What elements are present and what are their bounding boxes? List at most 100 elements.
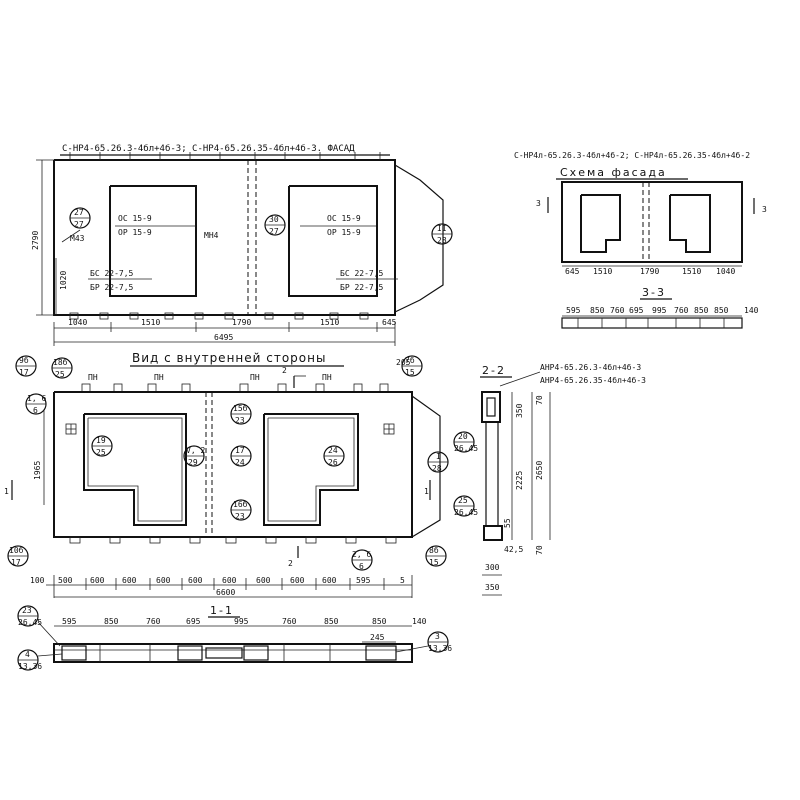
- callout-top: 17: [235, 446, 245, 455]
- facade-door-a-left: ОС 15-9: [118, 214, 152, 223]
- schema-title: С-НР4л-65.26.3-4бл+4б-2; С-НР4л-65.26.35…: [514, 150, 750, 160]
- dim-label: 850: [714, 306, 729, 315]
- dim-label: 70: [535, 395, 544, 405]
- callout-bottom: 23: [235, 416, 245, 425]
- callout-top: 16б: [233, 499, 248, 509]
- section-marker: 3: [762, 205, 767, 214]
- dim-label: 600: [256, 576, 271, 585]
- facade-door-b-right: ОР 15-9: [327, 228, 361, 237]
- inner-view: Вид с внутренней стороны 205 ПН ПН ПН ПН…: [4, 351, 449, 598]
- dim-label: 100: [30, 576, 45, 585]
- callout-top: 19: [96, 436, 106, 445]
- sec22-title: 2-2: [482, 364, 506, 377]
- dim-label: 1040: [68, 318, 87, 327]
- callout-bottom: 15: [405, 368, 415, 377]
- dim-label: 140: [412, 617, 427, 626]
- callout-top: II: [437, 224, 447, 233]
- dim-label: 1510: [320, 318, 339, 327]
- section-marker-1: 1: [424, 487, 429, 496]
- facade-block-a-right: БС 22-7,5: [340, 269, 384, 278]
- facade-door-a-right: ОС 15-9: [327, 214, 361, 223]
- dim-label: 55: [503, 518, 512, 528]
- dim-label: 645: [565, 267, 580, 276]
- dim-label: 595: [62, 617, 77, 626]
- dim-label: 995: [234, 617, 249, 626]
- callout-bottom: 17: [19, 368, 29, 377]
- sec3-title: 3-3: [642, 286, 666, 299]
- callout-bottom: 23: [235, 512, 245, 521]
- pn-label: ПН: [250, 373, 260, 382]
- callout-top: 1, 6: [27, 394, 46, 403]
- callout-top: 2, б: [352, 549, 371, 559]
- dim-label: 2225: [515, 471, 524, 490]
- section-marker-1: 1: [4, 487, 9, 496]
- dim-label: 600: [290, 576, 305, 585]
- dim-label: 850: [324, 617, 339, 626]
- facade-mn4: МН4: [204, 231, 219, 240]
- inner-title: Вид с внутренней стороны: [132, 351, 326, 365]
- callout-top: 27: [74, 208, 84, 217]
- sec11-title: 1-1: [210, 604, 234, 617]
- pn-label: ПН: [154, 373, 164, 382]
- facade-m43: М43: [70, 234, 85, 243]
- pn-label: ПН: [88, 373, 98, 382]
- dim-label: 600: [322, 576, 337, 585]
- facade-title: С-НР4-65.26.3-4бл+4б-3; С-НР4-65.26.35-4…: [62, 143, 355, 154]
- dim-label: 1040: [716, 267, 735, 276]
- dim-label: 760: [610, 306, 625, 315]
- callout-top: 23: [22, 606, 32, 615]
- section-1-1: 1-1 595 850 760 695 995 760 850 850 140 …: [17, 604, 452, 671]
- dim-label: 42,5: [504, 545, 523, 554]
- dim-label: 140: [744, 306, 759, 315]
- callout-bottom: 28: [437, 236, 447, 245]
- dim-1965: 1965: [33, 461, 42, 480]
- callout-top: 25: [458, 496, 468, 505]
- callout-bottom: 26,45: [454, 508, 478, 517]
- dim-label: 2650: [535, 461, 544, 480]
- callout-bottom: 25: [96, 448, 106, 457]
- dim-label: 1790: [232, 318, 251, 327]
- facade-schema: С-НР4л-65.26.3-4бл+4б-2; С-НР4л-65.26.35…: [514, 150, 767, 329]
- dim-label: 1510: [593, 267, 612, 276]
- callout-top: I: [436, 452, 441, 461]
- callout-bottom: 28: [432, 464, 442, 473]
- dim-label: 500: [58, 576, 73, 585]
- dim-label: 350: [515, 403, 524, 418]
- callout-bottom: 26,45: [18, 618, 42, 627]
- facade-sub-height: 1020: [59, 271, 68, 290]
- callout-top: 15б: [233, 403, 248, 413]
- dim-label: 850: [372, 617, 387, 626]
- callout-top: 4: [25, 650, 30, 659]
- dim-label: 850: [694, 306, 709, 315]
- dim-label: 595: [356, 576, 371, 585]
- callout-bottom: 26: [328, 458, 338, 467]
- inner-total: 6600: [216, 588, 235, 597]
- section-marker-2: 2: [282, 366, 287, 375]
- dim-label: 1510: [682, 267, 701, 276]
- callout-bottom: 13,36: [428, 644, 452, 653]
- callout-bottom: 24: [235, 458, 245, 467]
- dim-label: 1510: [141, 318, 160, 327]
- callout-top: 10б: [9, 545, 24, 555]
- dim-label: 70: [535, 545, 544, 555]
- callout-bottom: 17: [11, 558, 21, 567]
- callout-bottom: 27: [74, 220, 84, 229]
- dim-label: 300: [485, 563, 500, 572]
- facade-block-b-right: БР 22-7,5: [340, 283, 384, 292]
- facade-height: 2790: [31, 231, 40, 250]
- callout-bottom: 27: [269, 227, 279, 236]
- facade-block-b-left: БР 22-7,5: [90, 283, 134, 292]
- dim-label: 600: [188, 576, 203, 585]
- sec22-ref1: АНР4-65.26.3-4бл+4б-3: [540, 362, 641, 372]
- callout-top: 9б: [19, 355, 29, 365]
- dim-label: 595: [566, 306, 581, 315]
- callout-top: 7б: [405, 355, 415, 365]
- dim-label: 600: [156, 576, 171, 585]
- dim-label: 1790: [640, 267, 659, 276]
- dim-label: 850: [590, 306, 605, 315]
- callout-top: 24: [328, 446, 338, 455]
- facade-view: С-НР4-65.26.3-4бл+4б-3; С-НР4-65.26.35-4…: [31, 143, 453, 346]
- callout-top: 18б: [53, 357, 68, 367]
